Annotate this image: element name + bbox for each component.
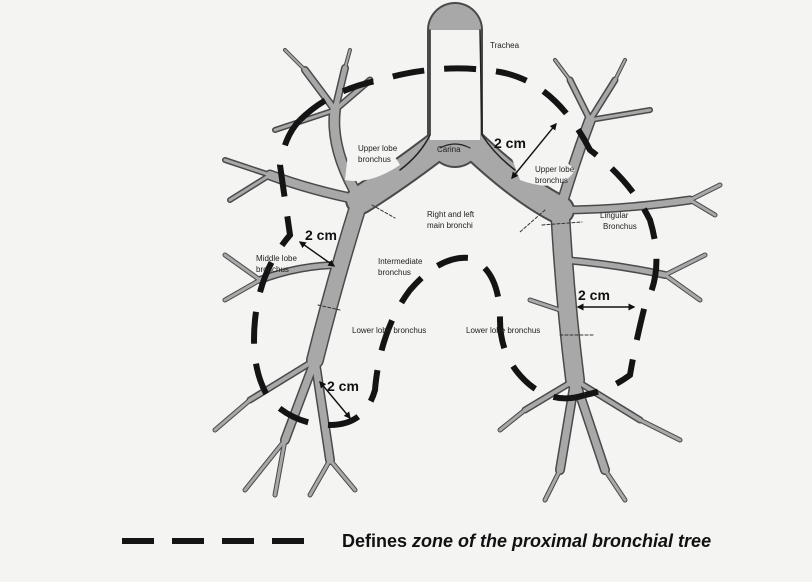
legend-dash: [272, 538, 304, 544]
dim-lower-left: 2 cm: [327, 378, 359, 394]
label-middle-lobe: Middle lobe: [256, 254, 297, 263]
label-upper-lobe-left-2: bronchus: [535, 176, 568, 185]
legend-text-italic: zone of the proximal bronchial tree: [412, 531, 711, 551]
label-lower-lobe-right: Lower lobe bronchus: [352, 326, 426, 335]
legend-dash: [222, 538, 254, 544]
legend-text-plain: Defines: [342, 531, 412, 551]
label-lingular: Lingular: [600, 211, 629, 220]
legend: Defines zone of the proximal bronchial t…: [122, 528, 802, 554]
dim-lower-right: 2 cm: [578, 287, 610, 303]
legend-dash: [172, 538, 204, 544]
label-carina: Carina: [437, 145, 461, 154]
trachea-lumen: [430, 30, 480, 140]
label-main-bronchi-2: main bronchi: [427, 221, 473, 230]
dim-upper-left: 2 cm: [494, 135, 526, 151]
label-upper-lobe-left: Upper lobe: [535, 165, 575, 174]
label-intermediate-2: bronchus: [378, 268, 411, 277]
label-middle-lobe-2: bronchus: [256, 265, 289, 274]
label-intermediate: Intermediate: [378, 257, 423, 266]
label-upper-lobe-right-2: bronchus: [358, 155, 391, 164]
airways: [215, 30, 720, 500]
legend-dash: [122, 538, 154, 544]
legend-text: Defines zone of the proximal bronchial t…: [342, 531, 711, 552]
label-trachea: Trachea: [490, 41, 520, 50]
label-upper-lobe-right: Upper lobe: [358, 144, 398, 153]
label-lingular-2: Bronchus: [603, 222, 637, 231]
label-main-bronchi: Right and left: [427, 210, 475, 219]
dim-middle-lobe: 2 cm: [305, 227, 337, 243]
label-lower-lobe-left: Lower lobe bronchus: [466, 326, 540, 335]
legend-dash-swatch: [122, 538, 322, 544]
